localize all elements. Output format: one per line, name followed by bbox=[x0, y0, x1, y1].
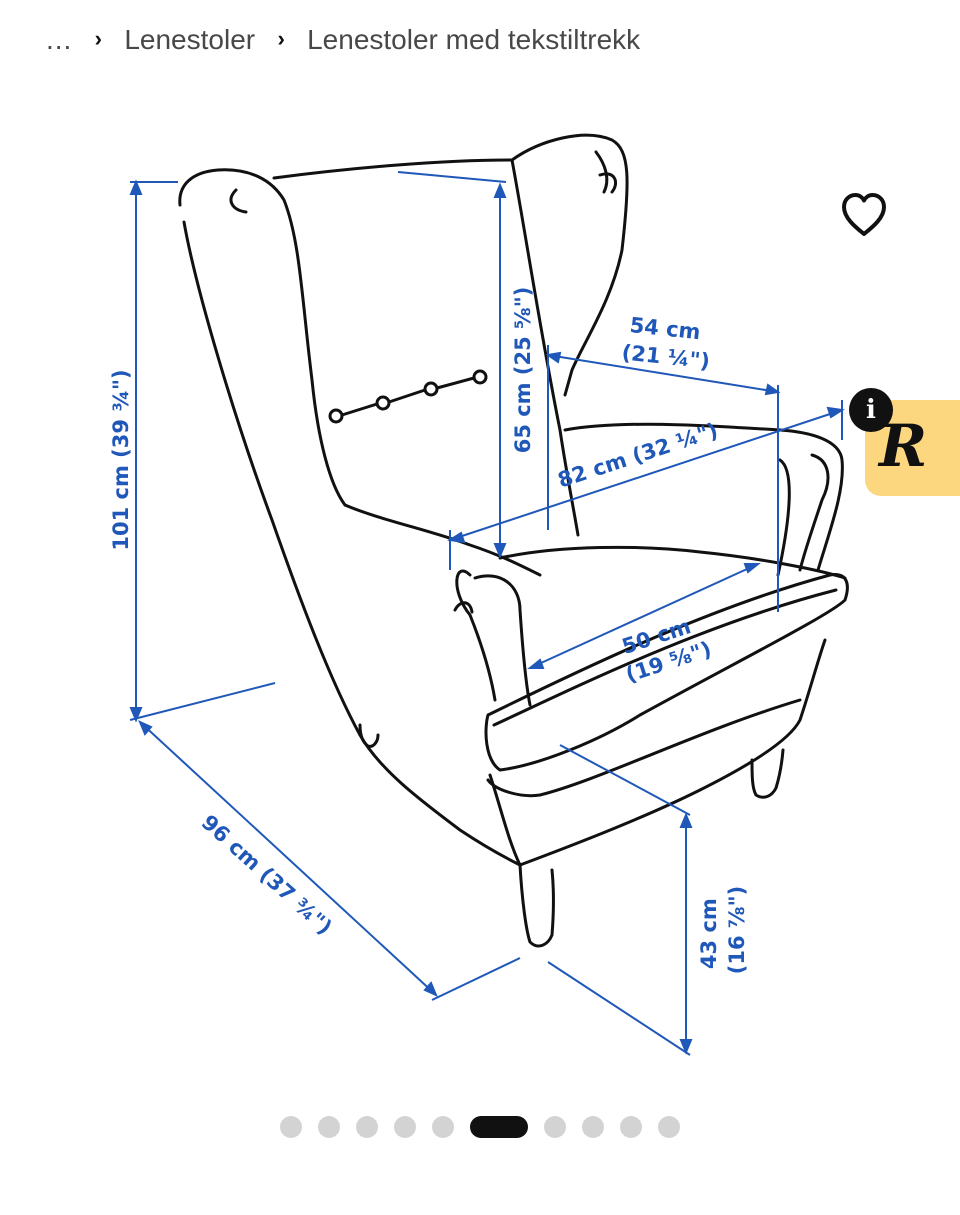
breadcrumb-item-tekstiltrekk[interactable]: Lenestoler med tekstiltrekk bbox=[307, 24, 641, 55]
dimension-lines bbox=[129, 171, 845, 1056]
carousel-dot-4[interactable] bbox=[394, 1116, 416, 1138]
carousel-dot-6-active[interactable] bbox=[470, 1116, 528, 1138]
info-icon[interactable]: i bbox=[849, 388, 893, 432]
product-image[interactable]: 101 cm (39 ¾") 65 cm (25 ⅝") 54 cm (21 ¼… bbox=[0, 95, 960, 1095]
carousel-dot-8[interactable] bbox=[582, 1116, 604, 1138]
heart-outline-icon bbox=[842, 193, 886, 236]
breadcrumb: ... › Lenestoler › Lenestoler med teksti… bbox=[46, 18, 640, 62]
dim-label-43: 43 cm (16 ⅞") bbox=[697, 886, 749, 974]
carousel-dot-2[interactable] bbox=[318, 1116, 340, 1138]
favorite-button[interactable] bbox=[836, 188, 892, 240]
dim-label-82: 82 cm (32 ¼") bbox=[555, 418, 721, 492]
carousel-pagination bbox=[0, 1112, 960, 1142]
chevron-right-icon: › bbox=[277, 26, 285, 51]
dim-label-54: 54 cm (21 ¼") bbox=[621, 312, 714, 373]
armchair-outline bbox=[178, 133, 849, 948]
breadcrumb-item-lenestoler[interactable]: Lenestoler bbox=[124, 24, 256, 55]
armchair-dimension-drawing: 101 cm (39 ¾") 65 cm (25 ⅝") 54 cm (21 ¼… bbox=[109, 133, 849, 1056]
dimension-labels: 101 cm (39 ¾") 65 cm (25 ⅝") 54 cm (21 ¼… bbox=[109, 287, 749, 975]
carousel-dot-9[interactable] bbox=[620, 1116, 642, 1138]
chevron-right-icon: › bbox=[94, 26, 102, 51]
carousel-dot-1[interactable] bbox=[280, 1116, 302, 1138]
dim-label-96: 96 cm (37 ¾") bbox=[197, 810, 337, 939]
extension-widget[interactable]: R i bbox=[849, 388, 960, 498]
carousel-dot-7[interactable] bbox=[544, 1116, 566, 1138]
carousel-dot-3[interactable] bbox=[356, 1116, 378, 1138]
carousel-dot-10[interactable] bbox=[658, 1116, 680, 1138]
dim-label-65: 65 cm (25 ⅝") bbox=[511, 287, 535, 454]
breadcrumb-ellipsis[interactable]: ... bbox=[46, 24, 73, 55]
dim-label-101: 101 cm (39 ¾") bbox=[109, 369, 133, 550]
carousel-dot-5[interactable] bbox=[432, 1116, 454, 1138]
